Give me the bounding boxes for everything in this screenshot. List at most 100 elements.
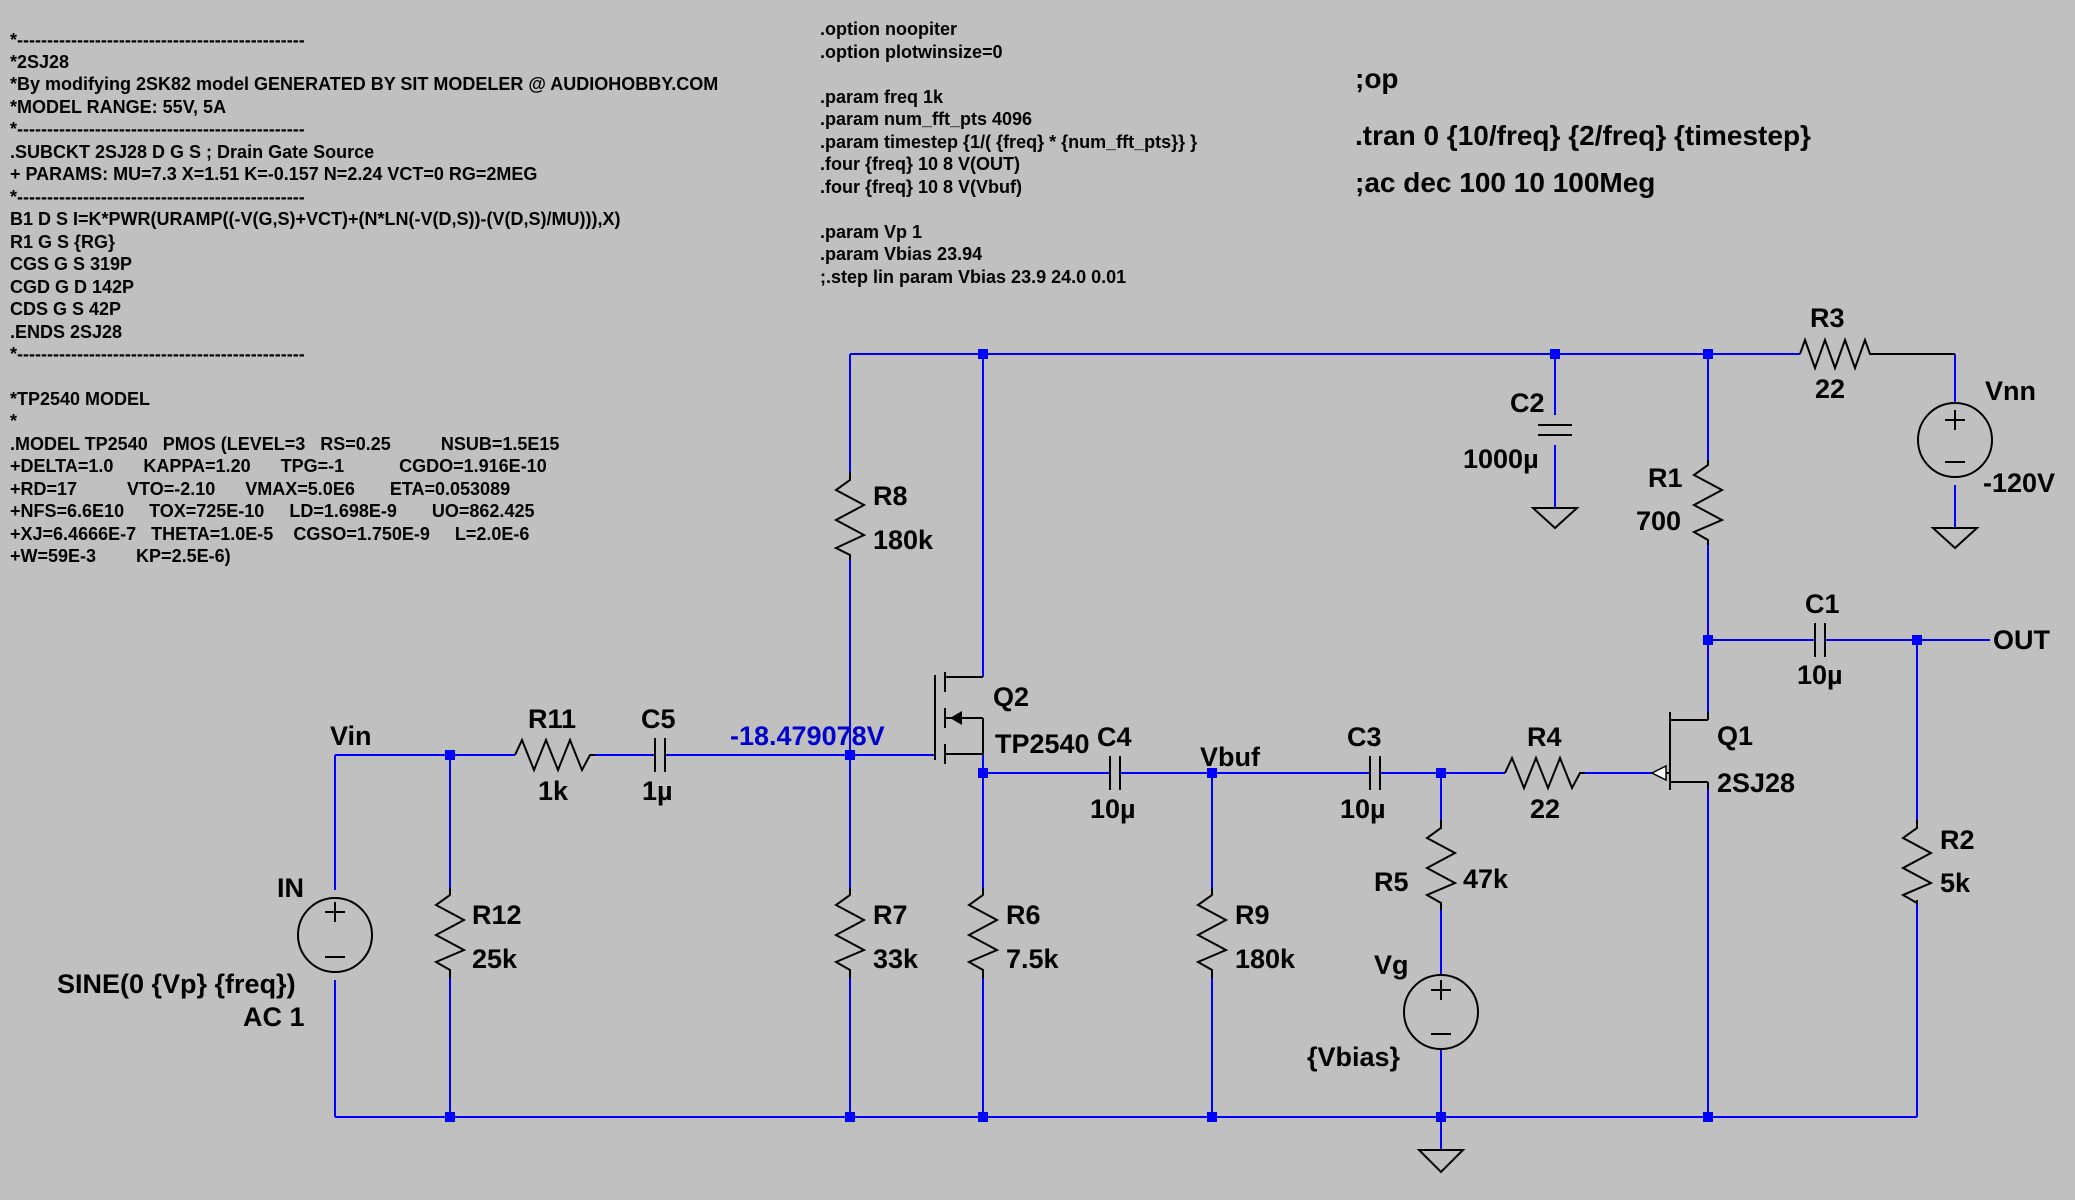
netlist-line: CGD G D 142P (10, 277, 134, 297)
q2-pmos-icon[interactable] (934, 672, 984, 764)
r3-resistor-icon[interactable] (1799, 337, 1955, 371)
vnn-source-icon[interactable] (1917, 402, 1993, 478)
junction-dot (978, 1112, 988, 1122)
c3-value: 10µ (1340, 794, 1386, 824)
netlist-line: *---------------------------------------… (10, 187, 305, 207)
ground-icon (1930, 527, 1980, 550)
c1-capacitor-icon[interactable] (1814, 623, 1826, 657)
directive-line: .four {freq} 10 8 V(Vbuf) (820, 177, 1022, 197)
netlist-line: *By modifying 2SK82 model GENERATED BY S… (10, 74, 718, 94)
junction-dot (445, 750, 455, 760)
vg-value: {Vbias} (1307, 1042, 1401, 1072)
vin-net-label: Vin (330, 721, 372, 751)
q2-value: TP2540 (995, 729, 1090, 759)
c4-capacitor-icon[interactable] (1109, 756, 1121, 790)
directive-line: .param Vbias 23.94 (820, 244, 982, 264)
in-source-function: SINE(0 {Vp} {freq}) (57, 969, 296, 999)
c4-label: C4 (1097, 722, 1132, 752)
c3-capacitor-icon[interactable] (1369, 756, 1381, 790)
netlist-line: +NFS=6.6E10 TOX=725E-10 LD=1.698E-9 UO=8… (10, 501, 534, 521)
r11-value: 1k (538, 776, 569, 806)
probe-voltage-readout: -18.479078V (730, 721, 885, 751)
directive-line: .option plotwinsize=0 (820, 42, 1003, 62)
c2-label: C2 (1510, 388, 1545, 418)
c4-value: 10µ (1090, 794, 1136, 824)
junction-dot (1207, 768, 1217, 778)
directive-line: .option noopiter (820, 19, 957, 39)
junction-dot (445, 1112, 455, 1122)
directive-line: .four {freq} 10 8 V(OUT) (820, 154, 1020, 174)
junction-dot (845, 1112, 855, 1122)
ground-icon (1530, 507, 1580, 530)
netlist-line: .ENDS 2SJ28 (10, 322, 122, 342)
r2-value: 5k (1940, 868, 1971, 898)
r3-value: 22 (1815, 374, 1845, 404)
c1-value: 10µ (1797, 660, 1843, 690)
c5-value: 1µ (642, 776, 673, 806)
in-source-icon[interactable] (297, 897, 373, 973)
directive-line: .param freq 1k (820, 87, 944, 107)
r6-resistor-icon[interactable] (966, 888, 1000, 978)
junction-dot (1703, 635, 1713, 645)
right-directives-block[interactable]: ;op .tran 0 {10/freq} {2/freq} {timestep… (1355, 63, 1811, 198)
netlist-line: +DELTA=1.0 KAPPA=1.20 TPG=-1 CGDO=1.916E… (10, 456, 547, 476)
netlist-line: CGS G S 319P (10, 254, 132, 274)
tran-directive: .tran 0 {10/freq} {2/freq} {timestep} (1355, 120, 1811, 151)
r7-label: R7 (873, 900, 908, 930)
directive-line: .param num_fft_pts 4096 (820, 109, 1032, 129)
ac-directive: ;ac dec 100 10 100Meg (1355, 167, 1655, 198)
netlist-line: CDS G S 42P (10, 299, 121, 319)
c5-capacitor-icon[interactable] (654, 738, 666, 772)
r3-label: R3 (1810, 303, 1845, 333)
r9-resistor-icon[interactable] (1195, 888, 1229, 978)
junction-dot (1703, 1112, 1713, 1122)
out-net-label: OUT (1993, 625, 2051, 655)
junction-dot (1703, 349, 1713, 359)
r12-label: R12 (472, 900, 522, 930)
r11-label: R11 (528, 704, 576, 734)
junction-dot (1436, 1112, 1446, 1122)
netlist-line: *---------------------------------------… (10, 30, 305, 50)
c1-label: C1 (1805, 589, 1840, 619)
c2-capacitor-icon[interactable] (1538, 424, 1572, 436)
r4-resistor-icon[interactable] (1504, 755, 1585, 791)
junction-dot (1207, 1112, 1217, 1122)
q1-jfet-icon[interactable] (1650, 712, 1709, 790)
r12-value: 25k (472, 944, 518, 974)
netlist-line: * (10, 411, 17, 431)
vg-source-icon[interactable] (1403, 974, 1479, 1050)
r8-resistor-icon[interactable] (833, 472, 867, 560)
r4-value: 22 (1530, 794, 1560, 824)
left-netlist-block[interactable]: *---------------------------------------… (10, 30, 718, 566)
vnn-value: -120V (1983, 468, 2055, 498)
r11-resistor-icon[interactable] (514, 737, 595, 773)
netlist-line: *---------------------------------------… (10, 344, 305, 364)
r2-resistor-icon[interactable] (1900, 820, 1934, 905)
netlist-line: *---------------------------------------… (10, 119, 305, 139)
netlist-line: B1 D S I=K*PWR(URAMP((-V(G,S)+VCT)+(N*LN… (10, 209, 620, 229)
netlist-line: *MODEL RANGE: 55V, 5A (10, 97, 226, 117)
r9-value: 180k (1235, 944, 1296, 974)
r1-value: 700 (1636, 506, 1681, 536)
netlist-line: .SUBCKT 2SJ28 D G S ; Drain Gate Source (10, 142, 374, 162)
junction-dot (1912, 635, 1922, 645)
r7-resistor-icon[interactable] (833, 888, 867, 978)
in-ac-spec: AC 1 (243, 1002, 305, 1032)
r5-resistor-icon[interactable] (1424, 820, 1458, 910)
netlist-line: *2SJ28 (10, 52, 69, 72)
r5-value: 47k (1463, 864, 1509, 894)
op-directive: ;op (1355, 63, 1399, 94)
junctions (445, 349, 1922, 1122)
wires[interactable] (334, 353, 1990, 1150)
r1-resistor-icon[interactable] (1691, 460, 1725, 545)
middle-directives-block[interactable]: .option noopiter .option plotwinsize=0 .… (820, 19, 1197, 287)
junction-dot (978, 768, 988, 778)
ground-icon (1416, 1149, 1466, 1174)
c3-label: C3 (1347, 722, 1382, 752)
r4-label: R4 (1527, 722, 1562, 752)
directive-line: .param timestep {1/( {freq} * {num_fft_p… (820, 132, 1197, 152)
r12-resistor-icon[interactable] (433, 888, 467, 978)
vnn-label: Vnn (1985, 376, 2036, 406)
